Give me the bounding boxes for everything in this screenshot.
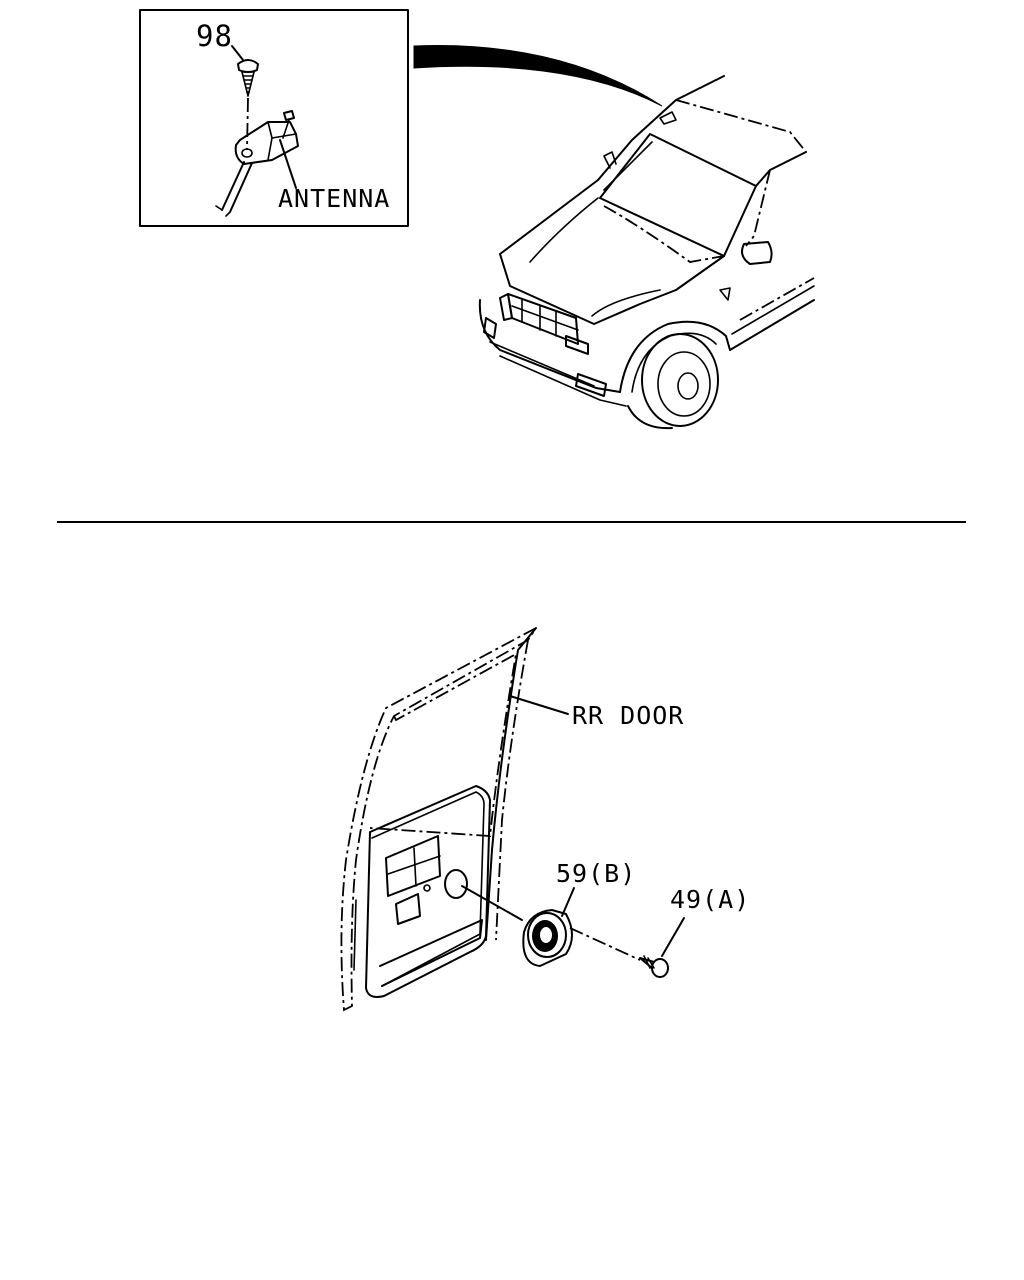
antenna-base-icon bbox=[215, 110, 299, 217]
bolt-dash-line bbox=[246, 97, 249, 151]
screw-leader-line bbox=[661, 917, 685, 957]
bolt-leader-line bbox=[231, 45, 244, 61]
callout-swoosh bbox=[413, 45, 663, 107]
antenna-leader-line bbox=[279, 139, 297, 189]
speaker-leader-line bbox=[561, 887, 575, 917]
antenna-inset-frame bbox=[139, 9, 409, 227]
antenna-inset: 98 ANTENNA bbox=[139, 9, 409, 227]
rear-door-icon bbox=[340, 627, 537, 1012]
vehicle-icon bbox=[478, 75, 815, 430]
rr-door-label: RR DOOR bbox=[572, 701, 684, 730]
speaker-axis-line bbox=[461, 885, 523, 921]
antenna-label: ANTENNA bbox=[278, 184, 390, 213]
bolt-icon bbox=[237, 59, 259, 97]
screw-icon bbox=[639, 955, 669, 978]
screw-axis-line bbox=[569, 927, 641, 961]
antenna-part-number: 98 bbox=[196, 19, 233, 53]
speaker-icon bbox=[522, 909, 573, 967]
screw-part-number: 49(A) bbox=[670, 885, 750, 914]
door-leader-line bbox=[509, 695, 569, 715]
speaker-part-number: 59(B) bbox=[556, 859, 636, 888]
